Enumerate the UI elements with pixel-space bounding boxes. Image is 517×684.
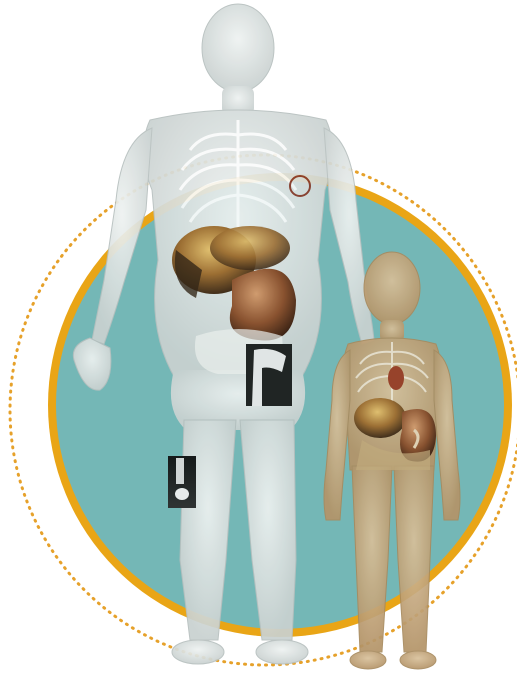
knee-xray-icon (168, 456, 196, 508)
adult-head (202, 4, 274, 92)
child-head (364, 252, 420, 324)
heart-icon (388, 366, 404, 390)
child-right-leg (394, 466, 434, 652)
child-left-leg (352, 466, 392, 652)
hip-xray-icon (246, 344, 292, 406)
